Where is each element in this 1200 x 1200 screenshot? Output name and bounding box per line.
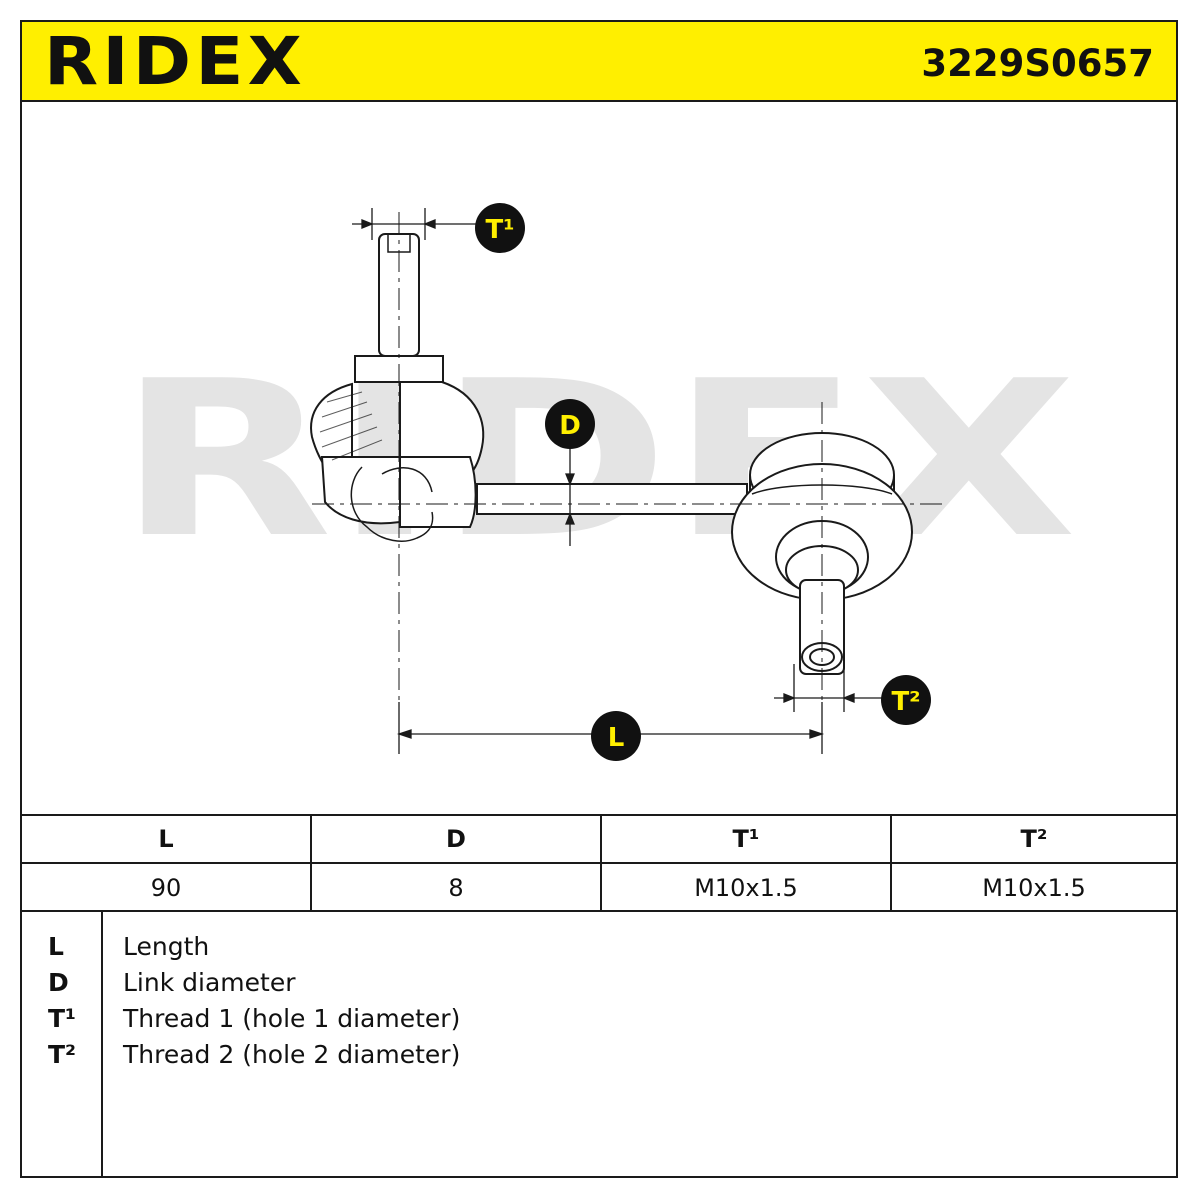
legend-item: L Length — [22, 930, 1176, 966]
brand-logo: RIDEX — [44, 26, 306, 96]
stabilizer-link-diagram: RIDEX — [117, 203, 1077, 761]
header-bar: RIDEX 3229S0657 — [22, 22, 1176, 102]
table-header-d: D — [312, 816, 602, 864]
table-value-d: 8 — [312, 864, 602, 912]
legend-key: T¹ — [48, 1004, 77, 1033]
legend-key: T² — [48, 1040, 77, 1069]
legend-item: D Link diameter — [22, 966, 1176, 1002]
table-header-t1: T¹ — [602, 816, 892, 864]
part-outline — [310, 233, 913, 675]
t1-badge-label: T¹ — [485, 215, 514, 245]
brand-logo-text: RIDEX — [44, 26, 306, 96]
center-lines — [312, 212, 942, 742]
legend-desc: Thread 1 (hole 1 diameter) — [123, 1004, 461, 1033]
table-value-l: 90 — [22, 864, 312, 912]
l-badge: L — [591, 711, 641, 761]
table-header-t2: T² — [892, 816, 1176, 864]
d-badge: D — [545, 399, 595, 449]
legend-key: D — [48, 968, 69, 997]
d-badge-label: D — [559, 411, 581, 441]
legend: L Length D Link diameter T¹ Thread 1 (ho… — [22, 912, 1176, 1178]
t2-badge-label: T² — [891, 687, 920, 717]
technical-drawing: RIDEX — [22, 102, 1176, 814]
spec-table: L D T¹ T² 90 8 M10x1.5 M10x1.5 — [22, 814, 1176, 912]
table-header-l: L — [22, 816, 312, 864]
legend-desc: Link diameter — [123, 968, 296, 997]
legend-key: L — [48, 932, 64, 961]
l-badge-label: L — [608, 723, 625, 753]
legend-divider — [101, 912, 103, 1178]
t2-badge: T² — [881, 675, 931, 725]
table-value-t2: M10x1.5 — [982, 874, 1086, 902]
table-value-t1: M10x1.5 — [602, 864, 892, 912]
drawing-sheet: RIDEX 3229S0657 RIDEX — [20, 20, 1178, 1178]
legend-desc: Length — [123, 932, 210, 961]
legend-item: T² Thread 2 (hole 2 diameter) — [22, 1038, 1176, 1074]
legend-item: T¹ Thread 1 (hole 1 diameter) — [22, 1002, 1176, 1038]
legend-desc: Thread 2 (hole 2 diameter) — [123, 1040, 461, 1069]
part-number: 3229S0657 — [921, 42, 1154, 85]
watermark: RIDEX — [117, 334, 1077, 585]
t1-badge: T¹ — [475, 203, 525, 253]
